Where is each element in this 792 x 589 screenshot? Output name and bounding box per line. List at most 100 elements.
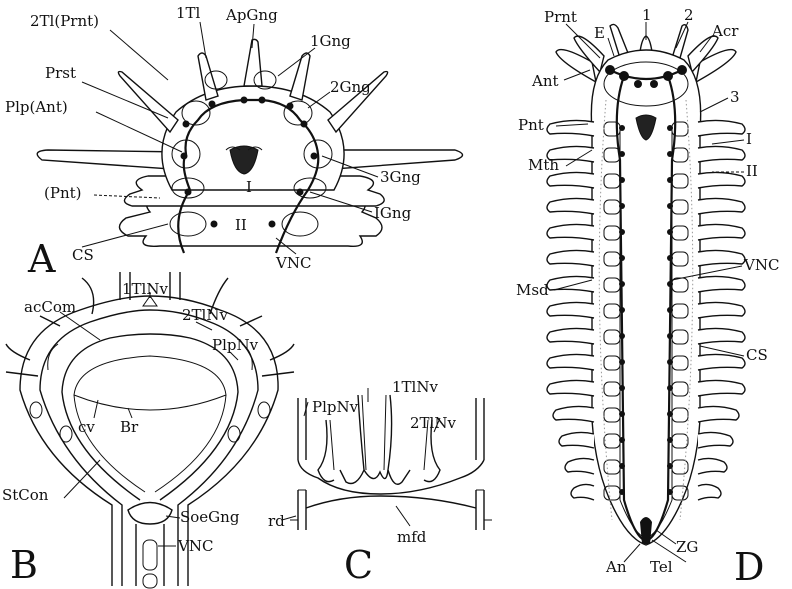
ganglion-node [311, 153, 318, 160]
ganglion-node [619, 359, 625, 365]
ganglion-node [619, 177, 625, 183]
ganglion-node [211, 221, 218, 228]
ganglion-node [667, 203, 673, 209]
label-ant: Ant [531, 72, 559, 90]
ganglion-node [619, 125, 625, 131]
label-plpnv: PlpNv [312, 398, 359, 416]
label-3gng: 3Gng [380, 168, 421, 186]
label-1tlnv: 1TlNv [392, 378, 438, 396]
panel-a: 2Tl(Prnt) 1Tl ApGng 1Gng Prst 2Gng Plp(A… [5, 4, 463, 281]
label-tel: Tel [650, 558, 673, 576]
ganglion-node [619, 489, 625, 495]
label-stcon: StCon [2, 486, 49, 504]
ganglion-node [667, 385, 673, 391]
panel-letter-b: B [10, 543, 38, 587]
parapodium [559, 432, 594, 448]
label-1tl: 1Tl [176, 4, 201, 22]
label-2tlnv: 2TlNv [410, 414, 456, 432]
label-plp-ant: Plp(Ant) [5, 98, 68, 116]
label-1gng: 1Gng [310, 32, 351, 50]
ganglion-node [619, 333, 625, 339]
parapodium [698, 328, 745, 344]
ganglion-node [619, 229, 625, 235]
ganglion-node [619, 385, 625, 391]
panel-c: PlpNv 1TlNv 2TlNv rd mfd C [268, 378, 492, 587]
panel-letter-d: D [734, 545, 764, 589]
parapodium [547, 302, 594, 318]
ganglion-node [667, 411, 673, 417]
ganglion-node [619, 281, 625, 287]
label-cs: CS [72, 246, 94, 264]
ganglion-node [183, 121, 190, 128]
ganglion-node [667, 333, 673, 339]
label-3: 3 [730, 88, 740, 106]
label-br: Br [120, 418, 139, 436]
label-accom: acCom [24, 298, 76, 316]
label-2tlnv: 2TlNv [182, 306, 228, 324]
parapodium [565, 458, 594, 474]
ganglion-node [619, 203, 625, 209]
label-1tlnv: 1TlNv [122, 280, 168, 298]
label-soegng: SoeGng [180, 508, 240, 526]
ganglion-node [667, 463, 673, 469]
label-pnt: Pnt [518, 116, 544, 134]
parapodium [571, 484, 594, 500]
label-prst: Prst [45, 64, 76, 82]
parapodium [698, 432, 733, 448]
ganglion-node [269, 221, 276, 228]
ganglion-node [667, 437, 673, 443]
ganglion-node [667, 229, 673, 235]
ganglion-node [301, 121, 308, 128]
parapodium [698, 224, 745, 240]
ganglion-node [181, 153, 188, 160]
parapodium [547, 172, 594, 188]
ganglion-node [209, 101, 216, 108]
parapodium [698, 198, 745, 214]
panel-letter-a: A [27, 237, 56, 281]
ganglion-node [619, 151, 625, 157]
label-rd: rd [268, 512, 285, 530]
parapodium [698, 276, 745, 292]
label-mth: Mth [528, 156, 559, 174]
ganglion-node [241, 97, 248, 104]
parapodium [547, 354, 594, 370]
parapodium [547, 120, 594, 136]
label-pnt: (Pnt) [44, 184, 82, 202]
parapodium [698, 250, 745, 266]
label-seg-ii: II [746, 162, 758, 180]
ganglion-node [259, 97, 266, 104]
ganglion-node [185, 189, 192, 196]
label-1: 1 [642, 6, 652, 24]
panel-letter-c: C [344, 543, 373, 587]
label-zg: ZG [676, 538, 698, 556]
ganglion-node [667, 281, 673, 287]
ganglion-node [619, 307, 625, 313]
label-an: An [605, 558, 627, 576]
ganglion-node [667, 307, 673, 313]
label-vnc: VNC [743, 256, 779, 274]
label-igng: IGng [374, 204, 412, 222]
label-acr: Acr [711, 22, 739, 40]
label-e: E [594, 24, 605, 42]
ganglion-node [667, 151, 673, 157]
parapodium [547, 224, 594, 240]
ganglion-node [619, 437, 625, 443]
label-mfd: mfd [397, 528, 427, 546]
ganglion-node [667, 177, 673, 183]
parapodium [698, 406, 739, 422]
ganglion-node [619, 255, 625, 261]
parapodium [698, 484, 721, 500]
label-vnc: VNC [177, 537, 213, 555]
label-cv: cv [78, 418, 95, 436]
ganglion-node [667, 359, 673, 365]
parapodium [547, 250, 594, 266]
parapodium [698, 146, 745, 162]
label-seg-ii: II [235, 216, 247, 234]
ganglion-node [667, 489, 673, 495]
label-2gng: 2Gng [330, 78, 371, 96]
panel-b: 1TlNv acCom 2TlNv PlpNv cv Br StCon SoeG… [2, 272, 294, 588]
label-2: 2 [684, 6, 694, 24]
panel-d: Prnt E 1 2 Acr Ant 3 Pnt I Mth II VNC Ms… [516, 6, 779, 589]
ganglion-node [619, 411, 625, 417]
